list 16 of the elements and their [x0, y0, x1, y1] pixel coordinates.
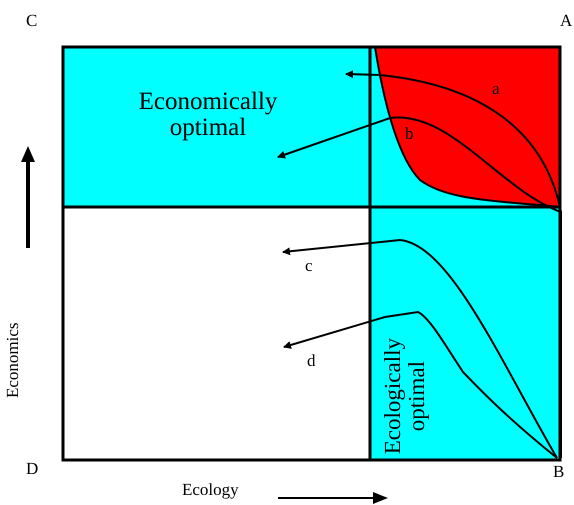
axis-label: Economics	[4, 322, 22, 398]
edge-label: a	[492, 80, 500, 98]
curved-arrow	[283, 311, 558, 459]
edge-label: d	[307, 352, 316, 370]
quadrant-label: Economically optimal	[138, 89, 278, 142]
curved-arrow	[282, 239, 558, 458]
axis-label: Ecology	[182, 481, 239, 499]
quadrant-box	[370, 207, 560, 460]
corner-letter: A	[560, 12, 572, 30]
corner-letter: B	[553, 460, 574, 484]
quadrant-label: Ecologically optimal	[380, 337, 430, 456]
quadrant-box	[63, 47, 370, 207]
edge-label: c	[305, 257, 313, 275]
edge-label: b	[405, 125, 414, 143]
corner-letter: C	[26, 12, 38, 30]
corner-letter: D	[26, 460, 38, 478]
